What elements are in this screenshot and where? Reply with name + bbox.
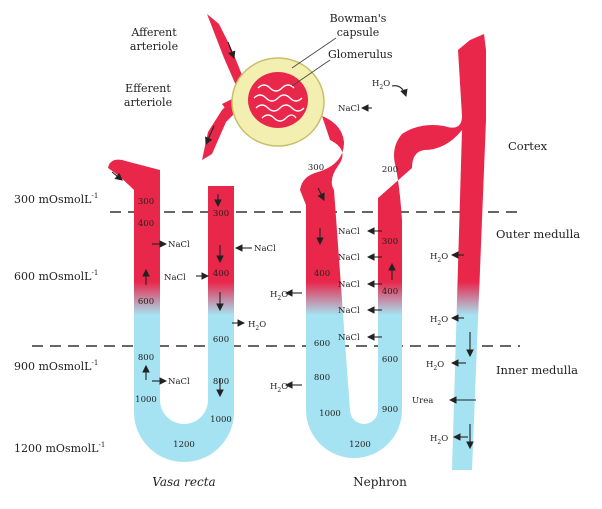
vasa-recta-values: 300 400 600 800 1000 300 400 600 800 100… [135,197,232,450]
nephron-tubule [300,34,486,470]
vr-desc-300: 300 [138,197,154,207]
nacl-nep-2: NaCl [338,253,360,263]
osm-1200: 1200 mOsmolL-1 [14,441,105,455]
h2o-cd-2: H2O [430,315,448,327]
osm-300: 300 mOsmolL-1 [14,192,98,206]
vr-asc-400: 400 [213,269,229,279]
h2o-nep-1: H2O [270,290,288,302]
nep-desc-300: 300 [308,163,324,173]
region-outer-medulla: Outer medulla [496,227,580,241]
label-leader-lines [291,37,337,87]
afferent-arteriole [207,14,248,90]
nacl-vr-3: NaCl [164,273,186,283]
h2o-vr: H2O [248,320,266,332]
h2o-cd-1: H2O [430,252,448,264]
vr-asc-1000: 1000 [210,415,232,425]
region-labels: Cortex Outer medulla Inner medulla [496,139,580,377]
osm-600: 600 mOsmolL-1 [14,269,98,283]
nacl-nep-4: NaCl [338,306,360,316]
flow-arrows [111,41,474,450]
glomerulus-label: Glomerulus [328,48,393,61]
nep-desc-600: 600 [314,339,330,349]
glomerulus-capillaries [253,84,305,122]
nep-asc-300: 300 [382,237,398,247]
h2o-cd-4: H2O [430,434,448,446]
nep-asc-200: 200 [382,165,398,175]
solute-labels: NaCl NaCl NaCl NaCl NaCl NaCl NaCl NaCl … [164,104,433,406]
nep-asc-400: 400 [382,287,398,297]
nacl-vr-1: NaCl [168,240,190,250]
vasa-recta-loop [108,159,234,462]
vr-desc-400: 400 [138,219,154,229]
nacl-vr-4: NaCl [168,377,190,387]
movement-arrows [152,85,476,441]
region-inner-medulla: Inner medulla [496,363,578,377]
nep-desc-800: 800 [314,373,330,383]
glomerulus [248,72,308,128]
vasa-recta-caption: Vasa recta [152,475,215,489]
nep-desc-400: 400 [314,269,330,279]
region-cortex: Cortex [508,139,548,153]
osm-900: 900 mOsmolL-1 [14,359,98,373]
nacl-top: NaCl [338,104,360,114]
nep-asc-900: 900 [382,405,398,415]
nacl-nep-1: NaCl [338,227,360,237]
h2o-top: H2O [372,79,390,91]
vr-desc-600: 600 [138,297,154,307]
vr-asc-600: 600 [213,335,229,345]
nephron-caption: Nephron [353,475,407,489]
vr-desc-800: 800 [138,353,154,363]
vr-asc-800: 800 [213,377,229,387]
nep-desc-1000: 1000 [319,409,341,419]
h2o-cd-3: H2O [426,360,444,372]
vr-desc-1000: 1000 [135,395,157,405]
nacl-vr-2: NaCl [254,244,276,254]
vr-bottom-1200: 1200 [173,440,195,450]
nephron-values: 300 400 600 800 1000 200 300 400 600 900… [308,163,398,450]
urea-label: Urea [412,396,433,406]
nep-bottom-1200: 1200 [349,440,371,450]
osmolarity-scale: 300 mOsmolL-1 600 mOsmolL-1 900 mOsmolL-… [14,192,105,455]
vr-asc-300: 300 [213,209,229,219]
nacl-nep-3: NaCl [338,280,360,290]
nep-asc-600: 600 [382,355,398,365]
nacl-nep-5: NaCl [338,333,360,343]
h2o-nep-2: H2O [270,382,288,394]
water-labels: H2O H2O H2O H2O H2O H2O H2O H2O [248,79,448,446]
